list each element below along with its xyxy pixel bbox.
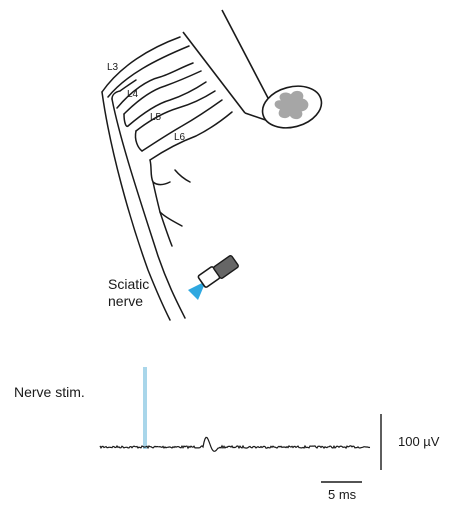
- root-label-l4: L4: [127, 89, 138, 100]
- nerve-stim-label: Nerve stim.: [14, 384, 85, 400]
- spinal-cord-icon: [183, 10, 326, 134]
- root-label-l6: L6: [174, 132, 185, 143]
- light-source-icon: [188, 255, 239, 300]
- root-label-l3: L3: [107, 62, 118, 73]
- sciatic-nerve-label: Sciatic nerve: [108, 276, 149, 310]
- recording-trace: [100, 437, 370, 451]
- sciatic-label-line1: Sciatic: [108, 276, 149, 293]
- time-scale-label: 5 ms: [328, 487, 356, 502]
- root-label-l5: L5: [150, 112, 161, 123]
- sciatic-label-line2: nerve: [108, 293, 149, 310]
- voltage-scale-label: 100 µV: [398, 434, 439, 449]
- stim-marker: [143, 367, 147, 449]
